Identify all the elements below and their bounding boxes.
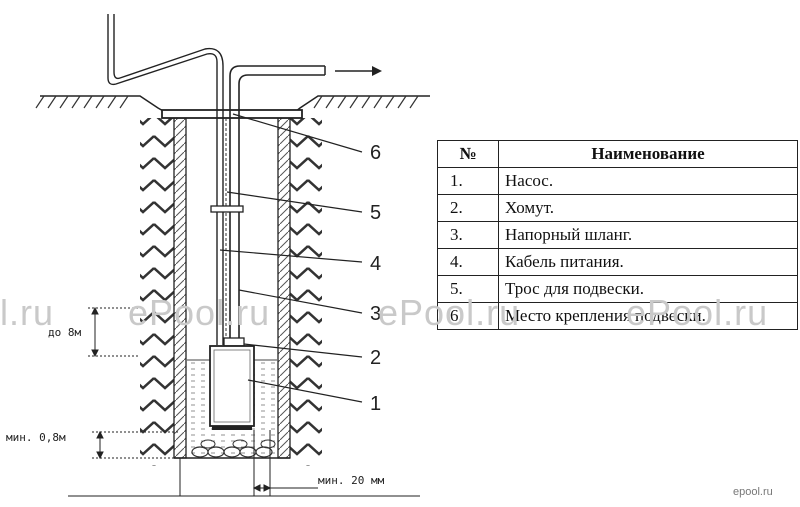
row-number: 4. bbox=[437, 248, 499, 276]
well-casing bbox=[173, 117, 291, 459]
callout-3: 3 bbox=[370, 303, 381, 325]
table-row: 3. Напорный шланг. bbox=[437, 221, 798, 249]
row-name: Напорный шланг. bbox=[498, 221, 798, 249]
power-cable bbox=[107, 14, 224, 345]
pump bbox=[209, 345, 255, 430]
flow-arrow-icon bbox=[335, 66, 382, 76]
dimension-min-08m bbox=[92, 430, 180, 460]
callout-4: 4 bbox=[370, 253, 381, 275]
dimension-label-min-20mm: мин. 20 мм bbox=[318, 474, 385, 487]
soil-left bbox=[140, 118, 174, 466]
dimension-label-to-8m: до 8м bbox=[48, 326, 81, 339]
table-row: 4. Кабель питания. bbox=[437, 248, 798, 276]
row-name: Хомут. bbox=[498, 194, 798, 222]
watermark-corner: epool.ru bbox=[733, 486, 773, 498]
row-name: Место крепления подвески. bbox=[498, 302, 798, 330]
dimension-to-8m bbox=[88, 306, 140, 358]
soil-right bbox=[290, 118, 322, 466]
column-number-header: № bbox=[437, 140, 499, 168]
table-row: 1. Насос. bbox=[437, 167, 798, 195]
parts-table: № Наименование 1. Насос. 2. Хомут. 3. На… bbox=[437, 140, 798, 330]
watermark-center-1: ePool.ru bbox=[128, 292, 271, 333]
row-number: 5. bbox=[437, 275, 499, 303]
column-name-header: Наименование bbox=[498, 140, 798, 168]
watermark-right: ePool.ru bbox=[626, 292, 769, 333]
watermark-center-2: ePool.ru bbox=[378, 292, 521, 333]
table-row: 2. Хомут. bbox=[437, 194, 798, 222]
table-row: 6. Место крепления подвески. bbox=[437, 302, 798, 330]
row-number: 1. bbox=[437, 167, 499, 195]
row-number: 6. bbox=[437, 302, 499, 330]
dimension-label-min-08m: мин. 0,8м bbox=[6, 431, 66, 444]
leader-lines bbox=[219, 113, 363, 403]
row-name: Кабель питания. bbox=[498, 248, 798, 276]
dimension-min-20mm bbox=[68, 430, 420, 497]
parts-table-header: № Наименование bbox=[437, 140, 798, 168]
callout-2: 2 bbox=[370, 347, 381, 369]
callout-5: 5 bbox=[370, 202, 381, 224]
watermark-left: l.ru bbox=[0, 292, 55, 333]
row-number: 3. bbox=[437, 221, 499, 249]
row-name: Насос. bbox=[498, 167, 798, 195]
table-row: 5. Трос для подвески. bbox=[437, 275, 798, 303]
pressure-hose bbox=[229, 65, 326, 345]
well-head bbox=[161, 109, 303, 119]
gravel-bottom bbox=[191, 439, 276, 458]
row-number: 2. bbox=[437, 194, 499, 222]
callout-1: 1 bbox=[370, 393, 381, 415]
callout-6: 6 bbox=[370, 142, 381, 164]
